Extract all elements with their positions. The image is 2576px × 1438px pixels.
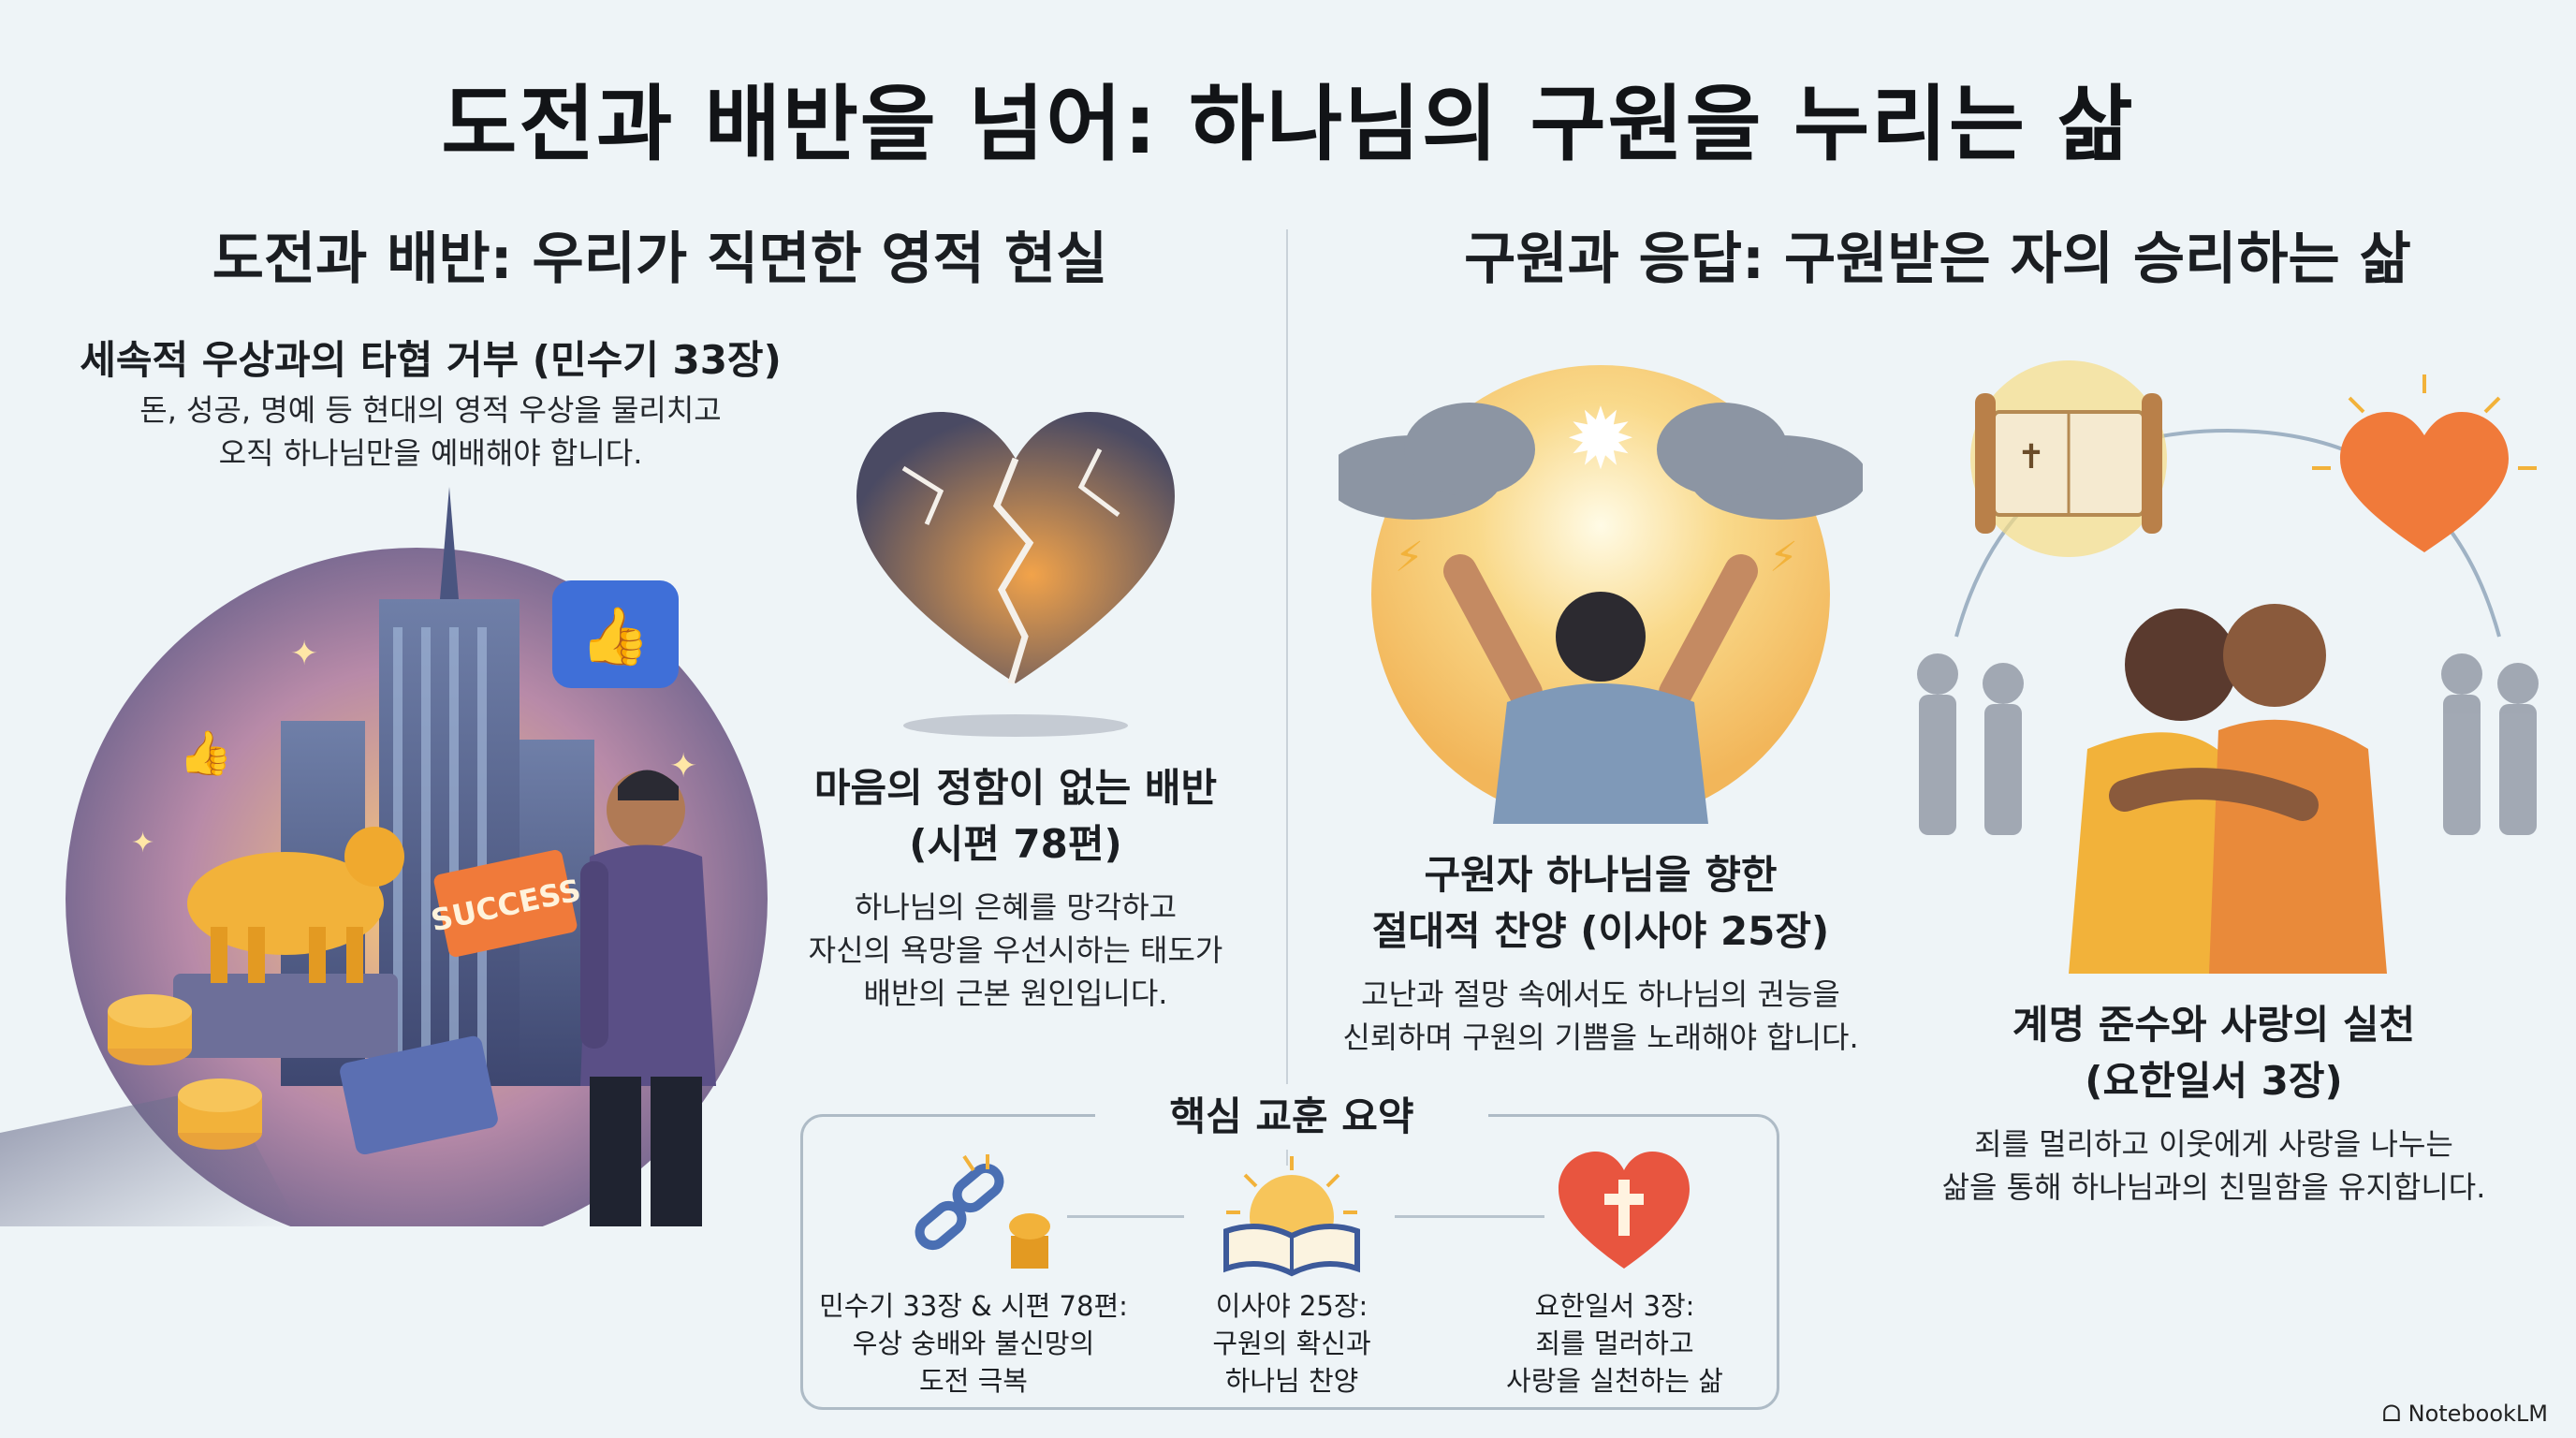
sparkle-icon: ✦: [290, 635, 318, 673]
summary-item-2: 이사야 25장: 구원의 확신과 하나님 찬양: [1161, 1287, 1423, 1400]
summary-item-3-line-2: 죄를 멀러하고: [1535, 1328, 1694, 1359]
storm-cloud-icon: [1339, 403, 1863, 520]
sparkle-icon: ✦: [131, 827, 154, 859]
summary-item-2-line-1: 이사야 25장:: [1215, 1290, 1368, 1322]
left-section-heading: 도전과 배반: 우리가 직면한 영적 현실: [212, 227, 1108, 292]
broken-heart-illustration: [856, 412, 1175, 737]
praise-body-line-2: 신뢰하며 구원의 기쁨을 노래해야 합니다.: [1342, 1020, 1859, 1055]
praise-title-line-2: 절대적 찬양 (이사야 25장): [1371, 908, 1830, 954]
lightning-icon: ⚡: [1769, 534, 1798, 581]
man-raising-hands: [1443, 554, 1758, 824]
summary-connector: [1067, 1215, 1184, 1218]
idol-body-line-2: 오직 하나님만을 예배해야 합니다.: [218, 435, 643, 471]
sparkle-icon: ✦: [669, 747, 697, 785]
embracing-couple: [2069, 604, 2387, 974]
idol-body-line-1: 돈, 성공, 명예 등 현대의 영적 우상을 물리치고: [139, 392, 722, 428]
love-body-line-1: 죄를 멀리하고 이웃에게 사랑을 나누는: [1974, 1126, 2453, 1162]
betrayal-body-line-3: 배반의 근본 원인입니다.: [863, 976, 1168, 1011]
notebooklm-brand: ᗝ NotebookLM: [2382, 1401, 2548, 1427]
svg-text:👍: 👍: [580, 604, 651, 669]
right-section-heading: 구원과 응답: 구원받은 자의 승리하는 삶: [1464, 227, 2411, 292]
altar-platform: [173, 974, 398, 1058]
svg-text:✝: ✝: [2017, 438, 2045, 477]
summary-title: 핵심 교훈 요약: [1169, 1093, 1414, 1139]
idol-block: 세속적 우상과의 타협 거부 (민수기 33장) 돈, 성공, 명예 등 현대의…: [56, 332, 805, 475]
book-sunrise-icon: [1223, 1156, 1360, 1277]
love-block: 계명 준수와 사랑의 실천 (요한일서 3장) 죄를 멀리하고 이웃에게 사랑을…: [1891, 997, 2537, 1209]
summary-title-wrap: 핵심 교훈 요약: [1095, 1084, 1488, 1150]
betrayal-body-line-2: 자신의 욕망을 우선시하는 태도가: [808, 932, 1223, 968]
page-title: 도전과 배반을 넘어: 하나님의 구원을 누리는 삶: [441, 76, 2135, 172]
credit-card-icon: [340, 1035, 498, 1155]
like-bubble-icon: [552, 580, 679, 688]
praise-body-line-1: 고난과 절망 속에서도 하나님의 권능을: [1361, 976, 1840, 1012]
community-crowd: [1917, 653, 2539, 835]
love-title-line-1: 계명 준수와 사랑의 실천: [2012, 1002, 2416, 1048]
man-looking-at-city: [580, 770, 716, 1226]
coin-stack-icon: [108, 994, 262, 1150]
praise-title-line-1: 구원자 하나님을 향한: [1424, 852, 1778, 898]
summary-item-3: 요한일서 3장: 죄를 멀러하고 사랑을 실천하는 삶: [1460, 1287, 1769, 1400]
column-divider: [1286, 229, 1288, 1166]
betrayal-block: 마음의 정함이 없는 배반 (시편 78편) 하나님의 은혜를 망각하고 자신의…: [768, 760, 1264, 1015]
broken-chain-icon: [915, 1154, 1050, 1269]
thumbs-up-icon: 👍: [179, 727, 232, 778]
summary-item-1-line-1: 민수기 33장 & 시편 78편:: [819, 1290, 1128, 1322]
summary-connector: [1395, 1215, 1544, 1218]
summary-item-3-line-1: 요한일서 3장:: [1534, 1290, 1695, 1322]
heart-cross-icon: [1559, 1152, 1690, 1269]
open-bible-scroll-icon: ✝: [1975, 393, 2162, 534]
glowing-heart-icon: [2312, 374, 2537, 552]
summary-item-2-line-2: 구원의 확신과: [1212, 1328, 1371, 1359]
summary-item-1-line-3: 도전 극복: [919, 1365, 1028, 1397]
praise-block: 구원자 하나님을 향한 절대적 찬양 (이사야 25장) 고난과 절망 속에서도…: [1320, 847, 1881, 1059]
summary-item-1-line-2: 우상 숭배와 불신망의: [852, 1328, 1095, 1359]
idol-title: 세속적 우상과의 타협 거부 (민수기 33장): [80, 337, 782, 383]
notebooklm-label: NotebookLM: [2408, 1401, 2548, 1427]
lightning-icon: ⚡: [1395, 534, 1424, 581]
love-title-line-2: (요한일서 3장): [2085, 1058, 2343, 1104]
summary-item-1: 민수기 33장 & 시편 78편: 우상 숭배와 불신망의 도전 극복: [805, 1287, 1142, 1400]
notebooklm-logo-icon: ᗝ: [2382, 1401, 2401, 1427]
betrayal-title-line-1: 마음의 정함이 없는 배반: [813, 765, 1218, 811]
success-sign: [433, 849, 578, 958]
idol-city-illustration: SUCCESS 👍 👍 ✦ ✦ ✦: [0, 487, 768, 1226]
summary-item-3-line-3: 사랑을 실천하는 삶: [1506, 1365, 1723, 1397]
golden-calf: [187, 852, 384, 955]
love-illustration: ✝: [1917, 360, 2539, 974]
praise-illustration: ⚡ ⚡ ✹: [1339, 365, 1863, 824]
betrayal-title-line-2: (시편 78편): [909, 821, 1122, 867]
betrayal-body-line-1: 하나님의 은혜를 망각하고: [854, 889, 1178, 925]
star-burst-icon: ✹: [1565, 390, 1635, 489]
love-body-line-2: 삶을 통해 하나님과의 친밀함을 유지합니다.: [1941, 1169, 2486, 1205]
broken-heart-icon: [856, 412, 1175, 683]
summary-item-2-line-3: 하나님 찬양: [1224, 1365, 1359, 1397]
